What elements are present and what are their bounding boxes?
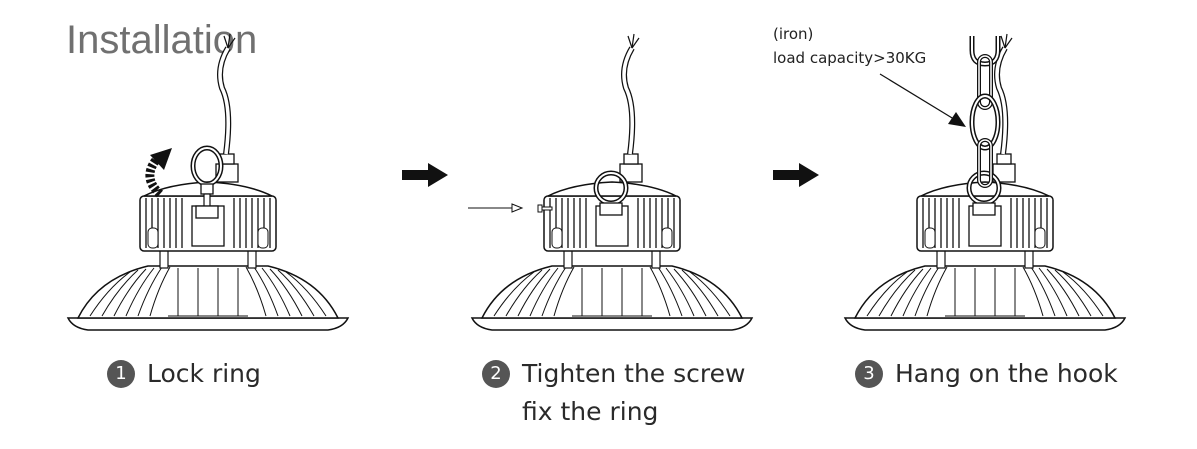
chain-note: (iron) load capacity>30KG — [773, 22, 926, 70]
lamp-step-3 — [845, 34, 1125, 330]
eye-bolt — [966, 170, 1002, 216]
step-2-label: Tighten the screw fix the ring — [522, 359, 746, 426]
eye-bolt — [190, 145, 224, 219]
rotate-arrow-icon — [145, 148, 172, 198]
step-arrow-1 — [402, 163, 448, 187]
step-2-number-badge: 2 — [482, 360, 510, 388]
step-1-label: Lock ring — [147, 359, 261, 388]
chain-icon — [969, 36, 1001, 188]
step-1-caption: 1 Lock ring — [107, 355, 261, 393]
step-arrow-2 — [773, 163, 819, 187]
step-2-caption: 2 Tighten the screw fix the ring — [482, 355, 772, 431]
screw-icon — [537, 204, 553, 213]
chain-material-label: (iron) — [773, 25, 814, 43]
step-3-caption: 3 Hang on the hook — [855, 355, 1118, 393]
step-3-number-badge: 3 — [855, 360, 883, 388]
step-3-label: Hang on the hook — [895, 359, 1118, 388]
lamp-step-2 — [468, 34, 752, 330]
screw-insert-arrow-icon — [468, 203, 524, 213]
step-1-number-badge: 1 — [107, 360, 135, 388]
chain-pointer-arrow-icon — [879, 73, 966, 127]
chain-load-label: load capacity>30KG — [773, 49, 927, 67]
eye-bolt — [593, 170, 629, 216]
lamp-step-1 — [68, 34, 348, 330]
